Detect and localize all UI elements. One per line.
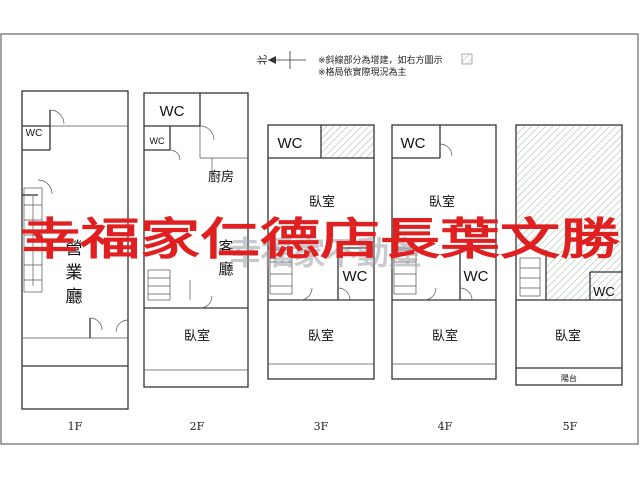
page-frame — [0, 33, 639, 445]
floor-label-2f: 2F — [190, 420, 205, 433]
floor-5f: WC 臥室 陽台 5F — [515, 124, 623, 433]
room-1f-shop-1: 營 — [66, 239, 83, 259]
room-3f-bedroom-bottom: 臥室 — [308, 328, 334, 344]
room-2f-kitchen: 廚房 — [208, 169, 234, 185]
floor-label-3f: 3F — [314, 420, 329, 433]
company-watermark-faint: 幸福家不動產 — [229, 234, 421, 272]
north-label: 北 — [257, 55, 269, 65]
floor-label-4f: 4F — [438, 420, 453, 433]
room-2f-living-2: 廳 — [218, 260, 233, 278]
hatch-legend-swatch — [461, 53, 473, 65]
room-5f-balcony: 陽台 — [561, 373, 577, 383]
note-actual-layout: ※格局依實際現況為主 — [318, 66, 407, 78]
north-arrow: 北 — [257, 51, 306, 69]
room-3f-wc-mid: WC — [343, 268, 368, 285]
floor-label-5f: 5F — [563, 420, 578, 433]
agent-watermark: 幸福家仁德店長葉文勝 — [20, 214, 621, 265]
floor-1f: WC 營 業 廳 1F — [21, 90, 129, 433]
room-4f-wc-mid: WC — [464, 268, 489, 285]
hatched-addition-5f — [517, 126, 621, 300]
room-5f-bedroom: 臥室 — [555, 328, 581, 344]
room-2f-bedroom: 臥室 — [184, 328, 210, 344]
room-4f-bedroom-top: 臥室 — [429, 194, 455, 210]
room-2f-living-1: 客 — [218, 238, 233, 256]
room-1f-shop-2: 業 — [66, 263, 83, 283]
floor-label-1f: 1F — [68, 420, 83, 433]
room-5f-wc: WC — [593, 284, 615, 299]
room-2f-wc-large: WC — [160, 103, 185, 120]
note-hatched-addition: ※斜線部分為增建，如右方圖示 — [318, 54, 443, 66]
hatched-addition-3f — [321, 126, 373, 158]
room-2f-wc-small: WC — [150, 136, 165, 146]
room-1f-shop-3: 廳 — [66, 287, 83, 307]
floor-2f: WC WC 廚房 客 廳 臥室 2F — [143, 92, 249, 433]
room-4f-bedroom-bottom: 臥室 — [432, 328, 458, 344]
room-1f-wc: WC — [26, 128, 43, 139]
room-3f-bedroom-top: 臥室 — [309, 194, 335, 210]
floor-3f: WC 臥室 WC 臥室 3F — [267, 124, 375, 433]
room-4f-wc-top: WC — [401, 135, 426, 152]
floor-4f: WC 臥室 WC 臥室 4F — [391, 124, 497, 433]
room-3f-wc-top: WC — [278, 135, 303, 152]
